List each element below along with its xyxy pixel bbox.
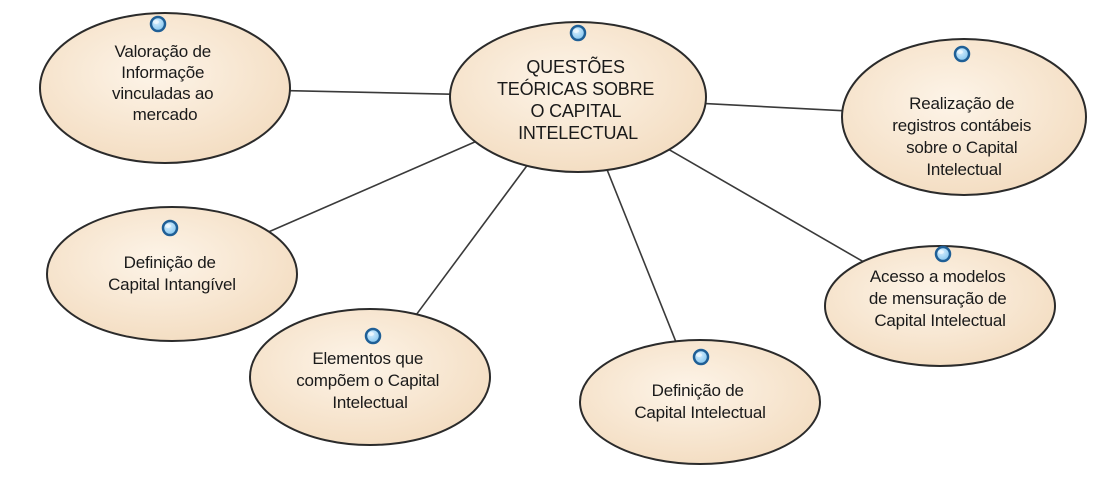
connector-lines — [268, 89, 864, 342]
central-node-shape — [449, 21, 707, 173]
node-definicao-shape — [579, 339, 821, 465]
node-acesso-label: Acesso a modelos de mensuração de Capita… — [869, 267, 1011, 330]
node-realizacao-label: Realização de registros contábeis sobre … — [892, 94, 1035, 179]
node-label-line: Valoração de — [114, 42, 211, 61]
node-intangivel-label: Definição de Capital Intangível — [108, 253, 236, 294]
blue-circle-icon — [692, 348, 710, 366]
node-acesso[interactable]: Acesso a modelos de mensuração de Capita… — [824, 245, 1056, 367]
node-elementos-label: Elementos que compõem o Capital Intelect… — [296, 349, 444, 412]
node-realizacao[interactable]: Realização de registros contábeis sobre … — [841, 38, 1087, 196]
connector-line-realizacao — [705, 102, 843, 112]
central-label-line: INTELECTUAL — [518, 123, 638, 143]
node-intangivel[interactable]: Definição de Capital Intangível — [46, 206, 298, 342]
node-label-line: de mensuração de — [869, 289, 1007, 308]
node-elementos-shape — [249, 308, 491, 446]
blue-circle-icon — [161, 219, 179, 237]
connector-line-intangivel — [268, 141, 476, 233]
node-label-line: Intelectual — [332, 393, 407, 412]
central-label-line: O CAPITAL — [530, 101, 621, 121]
blue-circle-icon — [364, 327, 382, 345]
blue-circle-icon — [953, 45, 971, 63]
node-label-line: Capital Intelectual — [634, 403, 765, 422]
node-label-line: Realização de — [909, 94, 1014, 113]
connector-line-acesso — [668, 148, 864, 263]
node-label-line: Definição de — [652, 381, 744, 400]
node-label-line: mercado — [133, 105, 198, 124]
node-label-line: sobre o Capital — [906, 138, 1017, 157]
node-label-line: registros contábeis — [892, 116, 1031, 135]
node-label-line: Definição de — [124, 253, 216, 272]
node-label-line: Informaçõe — [121, 63, 204, 82]
central-node[interactable]: QUESTÕES TEÓRICAS SOBRE O CAPITAL INTELE… — [449, 21, 707, 173]
node-valoracao[interactable]: Valoração de Informaçõe vinculadas ao me… — [39, 12, 291, 164]
node-label-line: vinculadas ao — [112, 84, 213, 103]
node-intangivel-shape — [46, 206, 298, 342]
node-label-line: Acesso a modelos — [870, 267, 1006, 286]
connector-line-valoracao — [289, 89, 451, 96]
node-realizacao-shape — [841, 38, 1087, 196]
central-label-line: QUESTÕES — [526, 56, 625, 77]
node-acesso-shape — [824, 245, 1056, 367]
diagram-nodes: QUESTÕES TEÓRICAS SOBRE O CAPITAL INTELE… — [39, 12, 1087, 465]
blue-circle-icon — [149, 15, 167, 33]
blue-circle-icon — [934, 245, 952, 263]
central-node-label: QUESTÕES TEÓRICAS SOBRE O CAPITAL INTELE… — [497, 56, 659, 143]
connector-line-definicao — [606, 169, 677, 342]
node-elementos[interactable]: Elementos que compõem o Capital Intelect… — [249, 308, 491, 446]
node-valoracao-label: Valoração de Informaçõe vinculadas ao me… — [112, 42, 218, 124]
central-label-line: TEÓRICAS SOBRE — [497, 78, 654, 99]
node-label-line: Intelectual — [926, 160, 1001, 179]
node-definicao-label: Definição de Capital Intelectual — [634, 381, 765, 422]
blue-circle-icon — [569, 24, 587, 42]
node-label-line: Elementos que — [312, 349, 423, 368]
node-definicao[interactable]: Definição de Capital Intelectual — [579, 339, 821, 465]
node-label-line: Capital Intelectual — [874, 311, 1005, 330]
node-label-line: Capital Intangível — [108, 275, 236, 294]
connector-line-elementos — [415, 165, 528, 315]
node-label-line: compõem o Capital — [296, 371, 439, 390]
node-valoracao-shape — [39, 12, 291, 164]
